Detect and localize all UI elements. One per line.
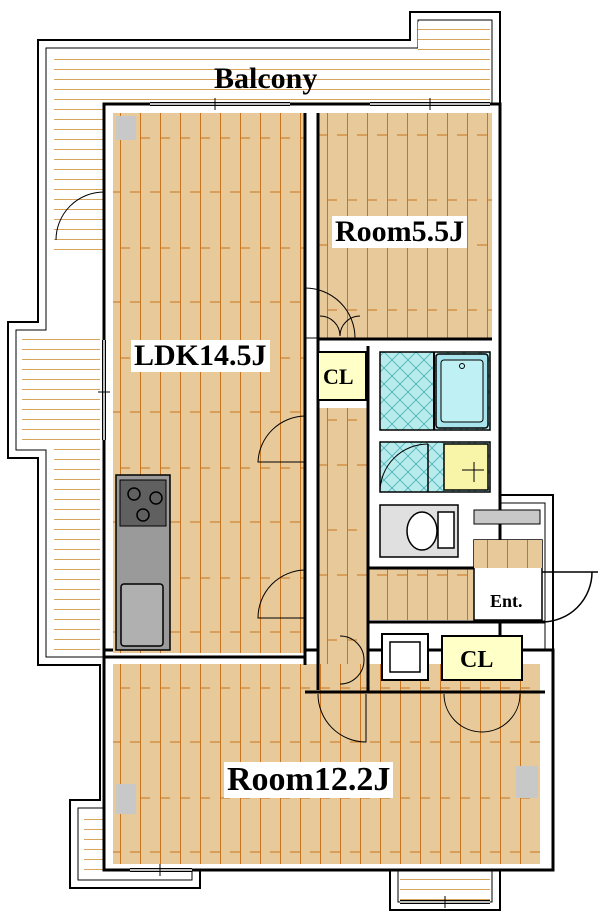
hall-floor bbox=[318, 408, 368, 686]
entrance-door-swing bbox=[541, 571, 598, 623]
entrance-label: Ent. bbox=[490, 591, 523, 611]
closet-top-label: CL bbox=[323, 364, 354, 389]
balcony-top bbox=[54, 52, 490, 104]
door-swing bbox=[304, 287, 356, 339]
closet-bottom bbox=[441, 635, 523, 681]
kitchen-sink-icon bbox=[120, 583, 164, 647]
ldk-label: LDK14.5J bbox=[131, 340, 270, 372]
balcony-label: Balcony bbox=[214, 62, 318, 95]
sink-icon bbox=[443, 443, 489, 491]
closet-top bbox=[317, 351, 367, 401]
room-large-label: Room12.2J bbox=[224, 762, 394, 798]
washer-icon bbox=[381, 633, 429, 681]
toilet-icon bbox=[406, 511, 438, 551]
balcony-left-mid bbox=[22, 336, 100, 444]
balcony-left-top bbox=[54, 104, 104, 259]
room-small-label: Room5.5J bbox=[332, 216, 468, 248]
closet-bottom-label: CL bbox=[460, 647, 494, 673]
window-bar bbox=[473, 509, 541, 525]
